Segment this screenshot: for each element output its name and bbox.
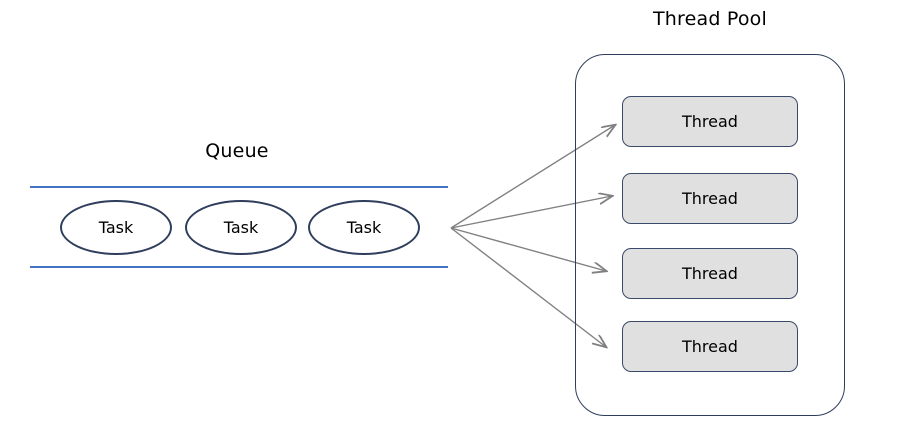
thread-pool-title: Thread Pool	[653, 8, 767, 30]
thread-box[interactable]: Thread	[622, 173, 798, 224]
task-ellipse[interactable]: Task	[185, 200, 297, 255]
thread-label: Thread	[682, 337, 738, 356]
thread-label: Thread	[682, 112, 738, 131]
task-ellipse[interactable]: Task	[308, 200, 420, 255]
thread-pool-container	[575, 54, 845, 416]
thread-box[interactable]: Thread	[622, 96, 798, 147]
queue-title: Queue	[205, 140, 269, 162]
thread-label: Thread	[682, 189, 738, 208]
thread-box[interactable]: Thread	[622, 321, 798, 372]
queue-boundary-line-top	[30, 186, 448, 188]
task-ellipse[interactable]: Task	[60, 200, 172, 255]
task-label: Task	[223, 218, 259, 237]
task-label: Task	[346, 218, 382, 237]
task-label: Task	[98, 218, 134, 237]
thread-box[interactable]: Thread	[622, 248, 798, 299]
queue-boundary-line-bottom	[30, 266, 448, 268]
thread-label: Thread	[682, 264, 738, 283]
